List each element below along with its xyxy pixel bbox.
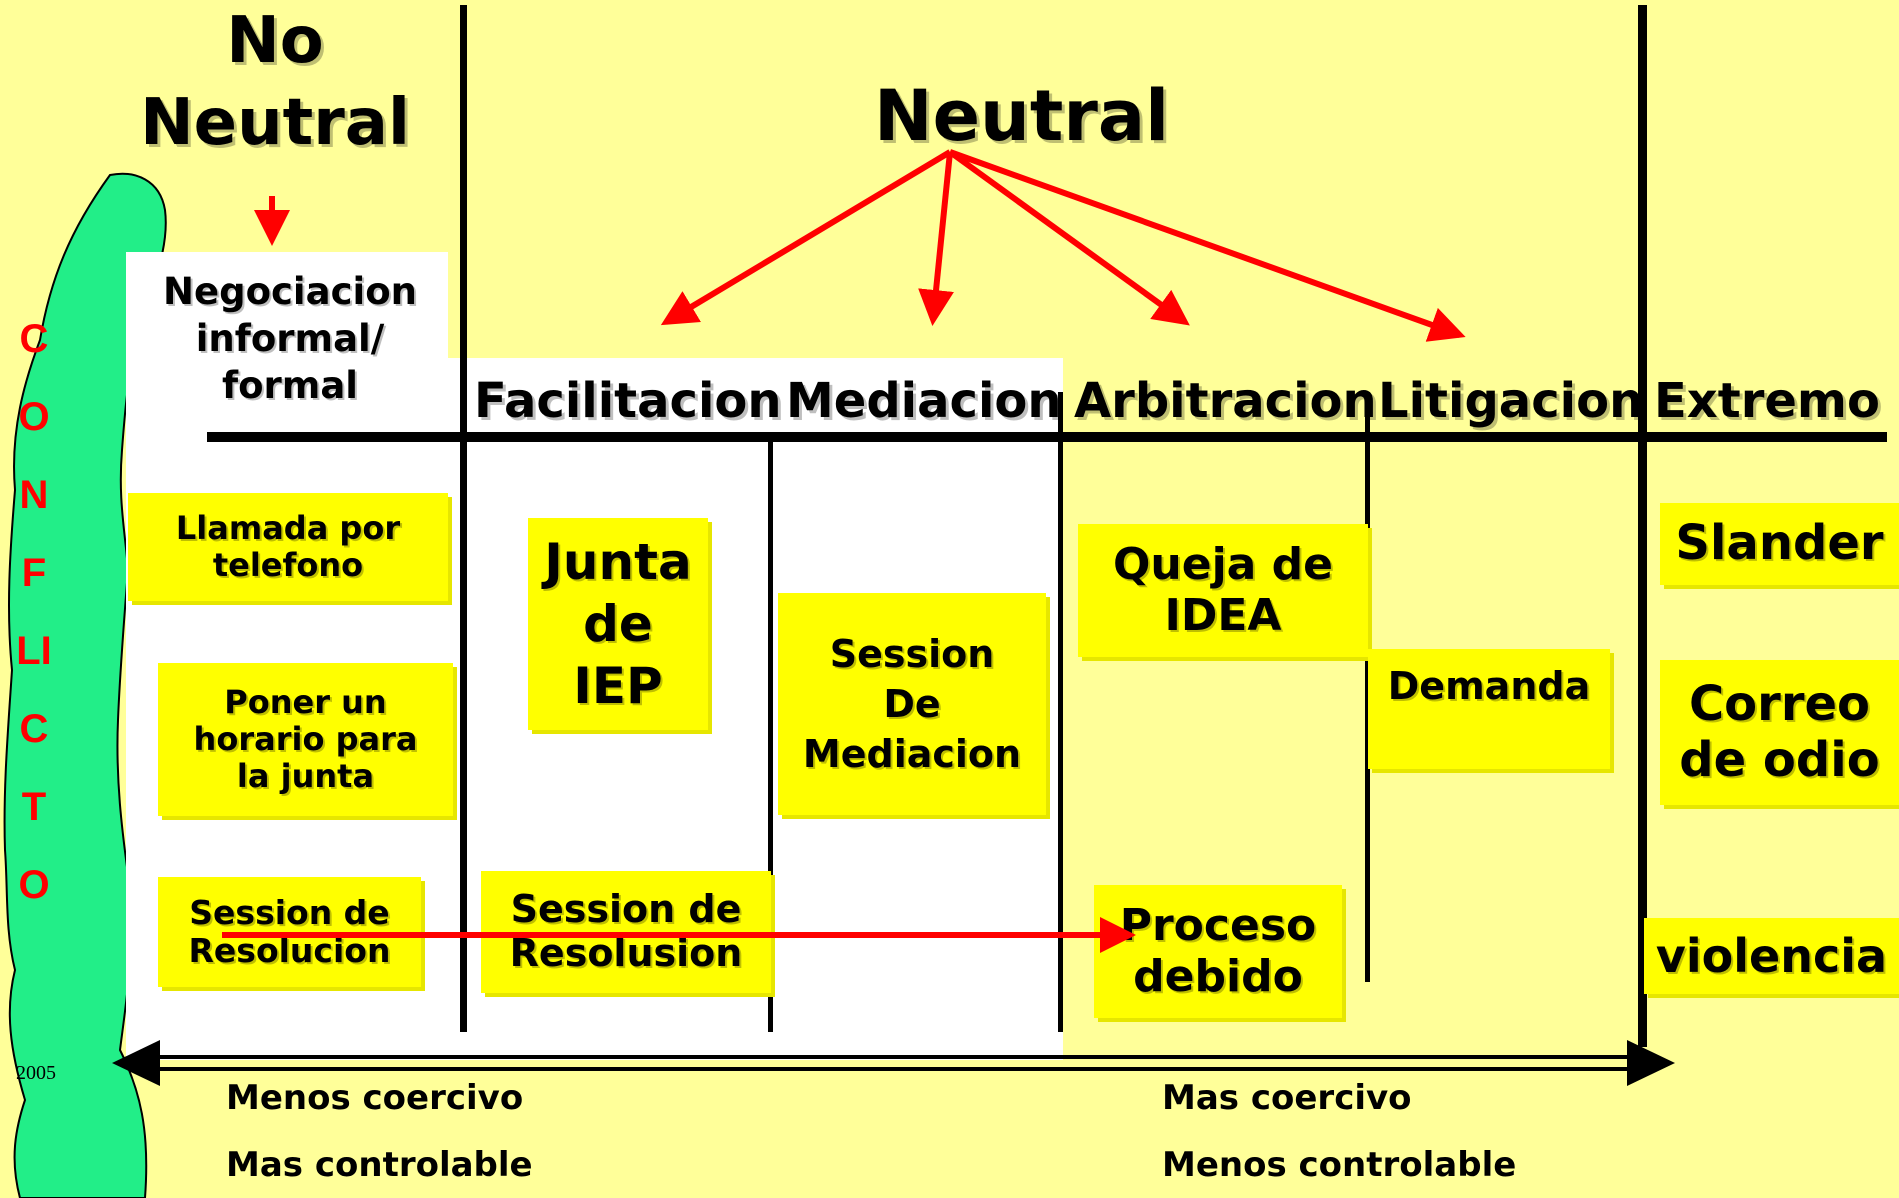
- session-resolucion-text: Session de Resolucion: [188, 893, 391, 970]
- llamada-box: Llamada por telefono: [128, 493, 448, 601]
- negociacion-label: Negociacion informal/ formal: [163, 270, 417, 407]
- mediacion-heading: Mediacion: [786, 373, 1062, 429]
- divider-line: [1058, 392, 1063, 1032]
- queja-box: Queja de IDEA: [1078, 524, 1368, 657]
- demanda-text: Demanda: [1387, 664, 1591, 708]
- arrow-to-arbitracion: [948, 149, 1190, 326]
- session-mediacion-text: Session De Mediacion: [802, 632, 1022, 776]
- divider-line: [1638, 5, 1647, 1047]
- poner-box: Poner un horario para la junta: [158, 663, 453, 816]
- queja-text: Queja de IDEA: [1113, 538, 1333, 641]
- slander-box: Slander: [1660, 503, 1899, 585]
- litigacion-heading: Litigacion: [1378, 373, 1644, 429]
- facilitacion-heading: Facilitacion: [474, 373, 782, 429]
- conflicto-label: CONFLICTO: [16, 317, 52, 907]
- correo-text: Correo de odio: [1679, 676, 1880, 788]
- conflict-shape: [3, 172, 167, 1198]
- no-neutral-heading: No Neutral: [140, 4, 410, 160]
- divider-line: [768, 432, 773, 1032]
- correo-box: Correo de odio: [1660, 660, 1899, 805]
- proceso-box: Proceso debido: [1094, 885, 1342, 1018]
- arbitracion-heading: Arbitracion: [1074, 373, 1377, 429]
- menos-coercivo-label: Menos coercivo: [226, 1078, 524, 1118]
- mas-controlable-label: Mas controlable: [226, 1145, 533, 1185]
- menos-controlable-label: Menos controlable: [1162, 1145, 1517, 1185]
- poner-text: Poner un horario para la junta: [193, 683, 418, 795]
- session-resolusion-box: Session de Resolusion: [481, 871, 771, 993]
- divider-line: [1365, 392, 1370, 982]
- arrow-to-litigacion: [948, 149, 1466, 342]
- divider-line: [460, 5, 467, 1032]
- arrow-to-mediacion: [918, 151, 954, 326]
- extremo-heading: Extremo: [1654, 373, 1880, 429]
- arrow-to-facilitacion: [660, 149, 952, 326]
- session-resolusion-text: Session de Resolusion: [509, 887, 743, 975]
- proceso-text: Proceso debido: [1119, 899, 1317, 1002]
- neutral-heading: Neutral: [874, 75, 1170, 157]
- session-resolucion-box: Session de Resolucion: [158, 877, 421, 987]
- year-label: 2005: [16, 1062, 56, 1084]
- violencia-text: violencia: [1655, 928, 1888, 983]
- slander-text: Slander: [1675, 515, 1884, 572]
- demanda-box: Demanda: [1368, 649, 1610, 769]
- violencia-box: violencia: [1644, 918, 1899, 994]
- llamada-text: Llamada por telefono: [175, 509, 401, 584]
- mas-coercivo-label: Mas coercivo: [1162, 1078, 1412, 1118]
- junta-iep-box: Junta de IEP: [528, 518, 708, 730]
- header-line: [207, 432, 1887, 442]
- session-mediacion-box: Session De Mediacion: [778, 593, 1046, 815]
- junta-iep-text: Junta de IEP: [544, 533, 692, 715]
